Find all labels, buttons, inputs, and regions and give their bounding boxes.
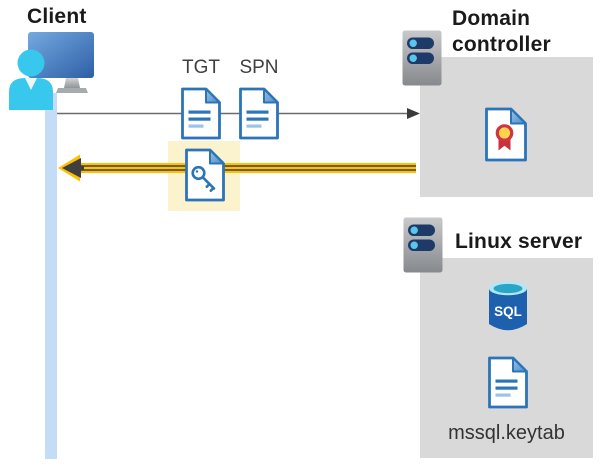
spn-document-icon xyxy=(238,87,280,140)
domain-controller-server-icon xyxy=(401,29,443,87)
response-arrowhead-icon xyxy=(62,158,81,178)
linux-server-label: Linux server xyxy=(455,230,583,253)
response-arrow xyxy=(50,152,418,184)
monitor-icon xyxy=(28,32,94,93)
certificate-icon xyxy=(484,107,528,162)
client-icon xyxy=(5,30,100,112)
request-arrowhead-icon xyxy=(407,108,420,119)
keytab-document-icon xyxy=(487,356,529,409)
linux-server-icon xyxy=(402,216,444,274)
client-timeline-bar xyxy=(45,93,57,459)
keytab-label: mssql.keytab xyxy=(448,422,565,444)
sql-database-icon: SQL xyxy=(487,281,529,332)
tgt-label: TGT xyxy=(182,57,220,78)
tgt-document-icon xyxy=(180,87,222,140)
spn-label: SPN xyxy=(239,57,279,78)
key-document-icon xyxy=(184,148,226,202)
client-label: Client xyxy=(27,5,87,28)
person-icon xyxy=(9,49,53,110)
domain-controller-label: Domain controller xyxy=(452,7,551,56)
sql-icon-label: SQL xyxy=(494,304,522,319)
key-icon xyxy=(191,165,216,193)
request-arrow xyxy=(55,104,423,123)
